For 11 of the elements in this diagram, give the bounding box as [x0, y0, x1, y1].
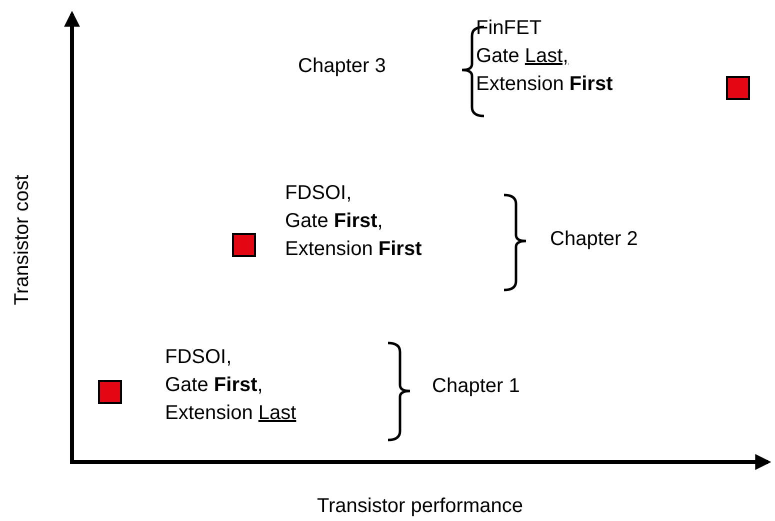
axis-title: Transistor performance [317, 494, 523, 519]
process-description: FinFET Gate Last, Extension First [476, 16, 613, 97]
chapter-label: Chapter 2 [550, 227, 638, 252]
chapter-label: Chapter 1 [432, 374, 520, 399]
axis-title: Transistor cost [10, 174, 34, 306]
marker-square [232, 233, 256, 257]
chapter-label: Chapter 3 [298, 54, 386, 79]
marker-square [98, 380, 122, 404]
marker-square [726, 76, 750, 100]
process-description: FDSOI, Gate First, Extension Last [165, 345, 296, 426]
process-description: FDSOI, Gate First, Extension First [285, 181, 422, 262]
